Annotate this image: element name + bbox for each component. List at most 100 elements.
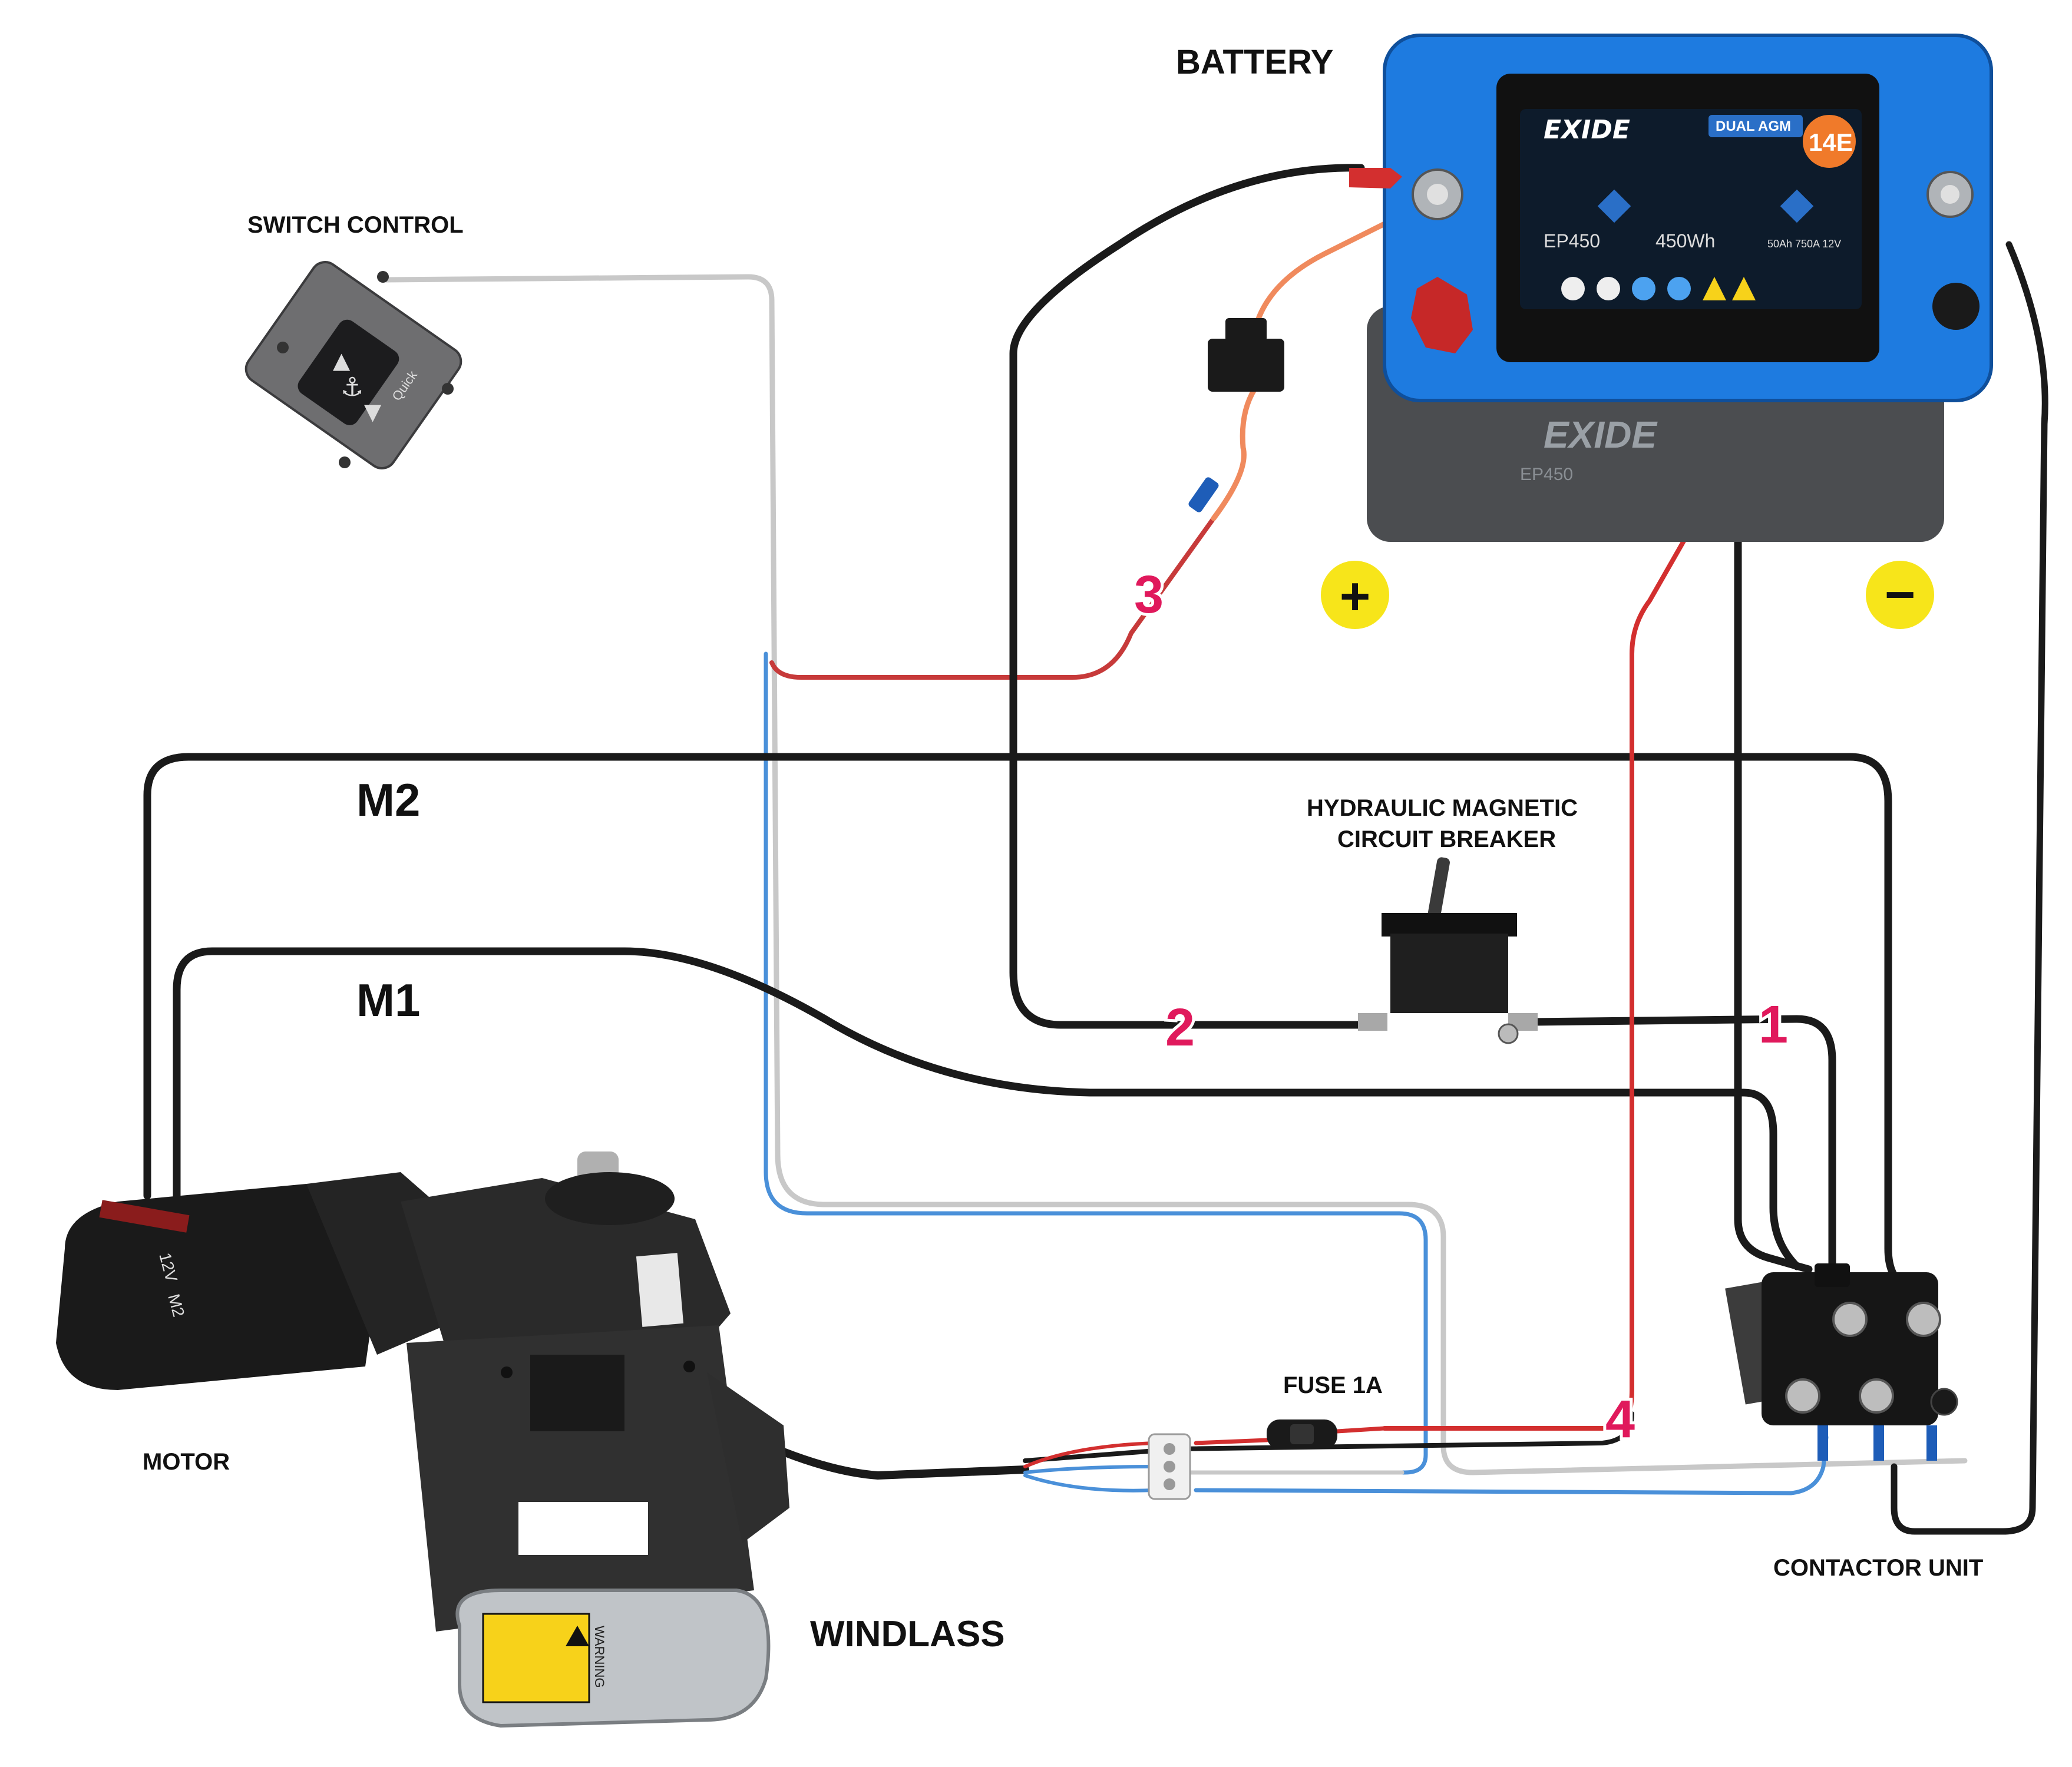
battery-brand-top: EXIDE <box>1544 115 1630 145</box>
circuit-breaker <box>1358 857 1538 1044</box>
motor-label: MOTOR <box>143 1449 230 1475</box>
contactor-stud-icon <box>1832 1302 1868 1337</box>
contactor-stud-icon <box>1906 1302 1941 1337</box>
battery-warning-icon <box>1667 277 1691 300</box>
red-wire-3 <box>769 516 1216 680</box>
blue-butt-connector-icon <box>1188 477 1219 512</box>
contactor-cap-icon <box>1815 1263 1850 1287</box>
windlass-white-label <box>518 1502 648 1555</box>
terminal-screw-icon <box>1164 1478 1175 1490</box>
battery-case-brand: EXIDE <box>1544 413 1658 456</box>
contactor-blue-connector-icon <box>1926 1425 1937 1461</box>
breaker-mount <box>1382 913 1517 937</box>
switch-screw-icon <box>442 383 454 395</box>
switch-screw-icon <box>377 271 389 283</box>
switch-control[interactable]: ▲ ⚓ ▼ Quick <box>240 257 466 474</box>
m2-label: M2 <box>356 774 420 826</box>
battery-badge-text: 14E <box>1809 128 1853 156</box>
positive-terminal <box>1411 168 1473 353</box>
contactor-blue-connector-icon <box>1817 1425 1828 1461</box>
battery-case-model: EP450 <box>1520 465 1573 484</box>
windlass-side-block <box>707 1372 789 1543</box>
black-terminal-cap-icon <box>1932 283 1980 330</box>
blue-to-contactor <box>1194 1435 1829 1495</box>
negative-terminal <box>1926 171 1980 330</box>
battery-spec: 50Ah 750A 12V <box>1767 238 1841 250</box>
breaker-stud-icon <box>1498 1023 1519 1044</box>
battery: EXIDE DUAL AGM 14E EP450 450Wh 50Ah 750A… <box>1349 34 1993 542</box>
positive-marker-text: + <box>1340 567 1371 626</box>
windlass-warning-sticker <box>482 1613 590 1703</box>
battery-warning-icon <box>1703 277 1726 300</box>
m1-label: M1 <box>356 974 420 1026</box>
switch-screw-icon <box>277 342 289 353</box>
switch-grey-wire <box>383 274 1968 1475</box>
battery-label-inner <box>1520 109 1862 309</box>
junction-blue-2 <box>1023 1474 1156 1493</box>
contactor-knob-icon <box>1930 1388 1958 1416</box>
windlass-product-label <box>636 1253 684 1327</box>
windlass-bolt-icon <box>501 1366 513 1378</box>
battery-model: EP450 <box>1544 230 1600 252</box>
motor: 12V M2 <box>56 1172 460 1390</box>
negative-return-wire <box>1891 241 2048 1535</box>
contactor-blue-connector-icon <box>1873 1425 1884 1461</box>
windlass-plate-slot <box>530 1355 624 1431</box>
inline-fuse-holder <box>1188 318 1284 512</box>
negative-marker-text: − <box>1885 565 1916 624</box>
contactor-unit <box>1725 1263 1958 1461</box>
battery-type: DUAL AGM <box>1716 118 1791 134</box>
negative-marker <box>1866 561 1934 629</box>
fuse-label: FUSE 1A <box>1283 1372 1383 1398</box>
breaker-label-line1: HYDRAULIC MAGNETIC <box>1307 795 1578 821</box>
warning-triangle-icon <box>566 1626 589 1646</box>
windlass-cable <box>779 1448 1029 1480</box>
battery-blue-handle-icon <box>1780 189 1814 223</box>
polarity-markers: + − <box>1321 561 1934 629</box>
terminal-screw-icon <box>1164 1443 1175 1455</box>
terminal-block <box>1148 1433 1191 1500</box>
windlass-bolt-icon <box>683 1361 695 1372</box>
breaker-label-line2: CIRCUIT BREAKER <box>1337 826 1556 852</box>
battery-label: BATTERY <box>1176 43 1333 81</box>
switch-blue-wire <box>764 651 1428 1475</box>
m2-wire <box>143 753 1919 1294</box>
motor-body <box>56 1184 377 1390</box>
switch-up-arrow-icon: ▲ <box>333 348 351 373</box>
contactor-stud-icon <box>1859 1378 1894 1414</box>
labels: BATTERY SWITCH CONTROL HYDRAULIC MAGNETI… <box>143 43 1983 1655</box>
positive-main-wire <box>1009 164 1377 1029</box>
breaker-toggle <box>1426 857 1450 928</box>
connection-number-4: 4 <box>1605 1390 1635 1449</box>
junction-red <box>1023 1441 1156 1468</box>
contactor-stud-icon <box>1785 1378 1820 1414</box>
breaker-to-contactor-wire <box>1528 1015 1836 1276</box>
battery-badge <box>1803 115 1856 168</box>
battery-blue-handle-icon <box>1597 189 1631 223</box>
connection-number-3: 3 <box>1134 565 1164 624</box>
red-ring-lug-icon <box>1349 168 1402 188</box>
motor-red-band <box>99 1200 190 1233</box>
switch-down-arrow-icon: ▼ <box>364 399 382 425</box>
fuse-red-wire <box>1194 1426 1387 1445</box>
switch-rocker <box>298 319 399 425</box>
black-wire-4 <box>1023 1411 1634 1463</box>
windlass-plate <box>407 1325 754 1632</box>
anchor-icon: ⚓ <box>341 372 363 402</box>
battery-type-tag <box>1709 115 1803 137</box>
connection-numbers: 1 2 3 4 <box>1131 562 1791 1452</box>
switch-control-label: SWITCH CONTROL <box>247 212 464 238</box>
m1-wire <box>173 947 1801 1270</box>
positive-marker <box>1321 561 1389 629</box>
battery-warning-icon <box>1632 277 1655 300</box>
battery-warning-icon <box>1732 277 1756 300</box>
connection-number-1: 1 <box>1759 995 1788 1054</box>
breaker-terminal-left <box>1358 1013 1387 1031</box>
connection-number-2: 2 <box>1165 998 1195 1057</box>
switch-screw-icon <box>339 456 351 468</box>
windlass-warning-text: WARNING <box>592 1626 607 1688</box>
battery-warning-icon <box>1561 277 1585 300</box>
contactor-label: CONTACTOR UNIT <box>1773 1555 1983 1581</box>
fuse-1a <box>1267 1419 1337 1449</box>
